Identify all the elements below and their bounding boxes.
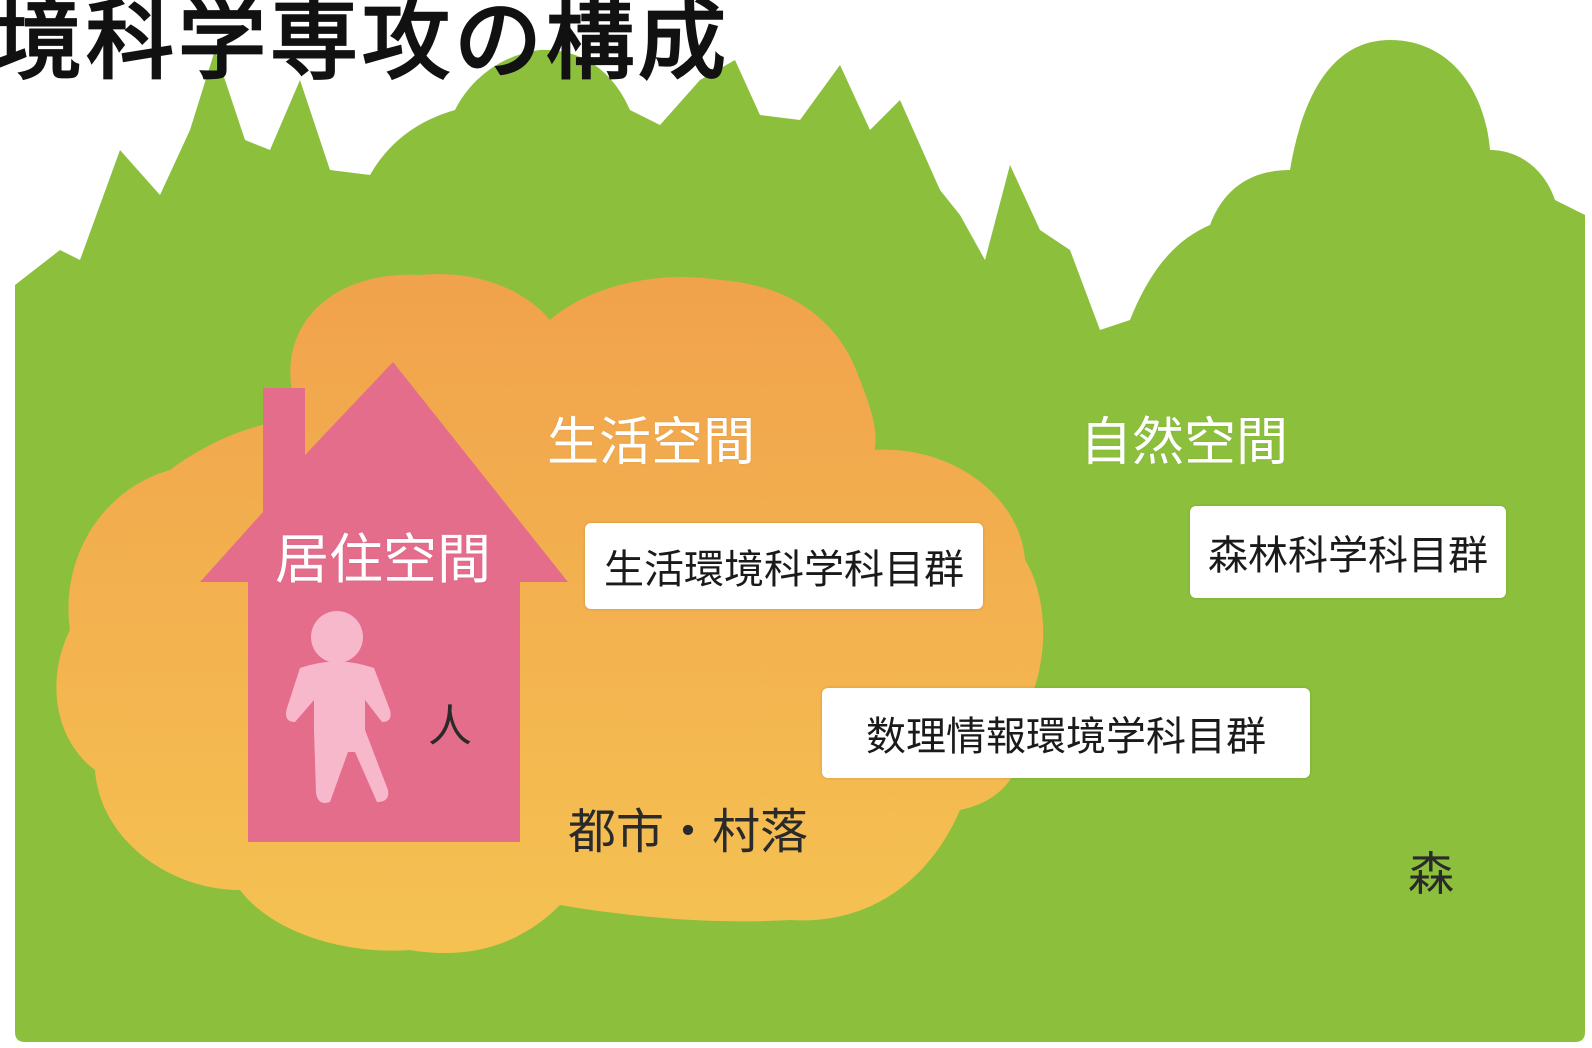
house-shape: [200, 362, 568, 842]
residential-house: [200, 362, 568, 842]
living-space-label: 生活空間: [547, 413, 756, 473]
page-title: 境科学専攻の構成: [0, 0, 731, 92]
city-village-label: 都市・村落: [568, 804, 809, 860]
living-env-course-box: 生活環境科学科目群: [585, 523, 983, 609]
person-label: 人: [428, 701, 472, 752]
residential-space-label: 居住空間: [275, 528, 491, 591]
forest-label: 森: [1408, 847, 1454, 901]
person-figure: [286, 611, 391, 803]
forest-science-course-box: 森林科学科目群: [1190, 506, 1506, 598]
natural-space-label: 自然空間: [1080, 413, 1289, 473]
math-info-course-box: 数理情報環境学科目群: [822, 688, 1310, 778]
